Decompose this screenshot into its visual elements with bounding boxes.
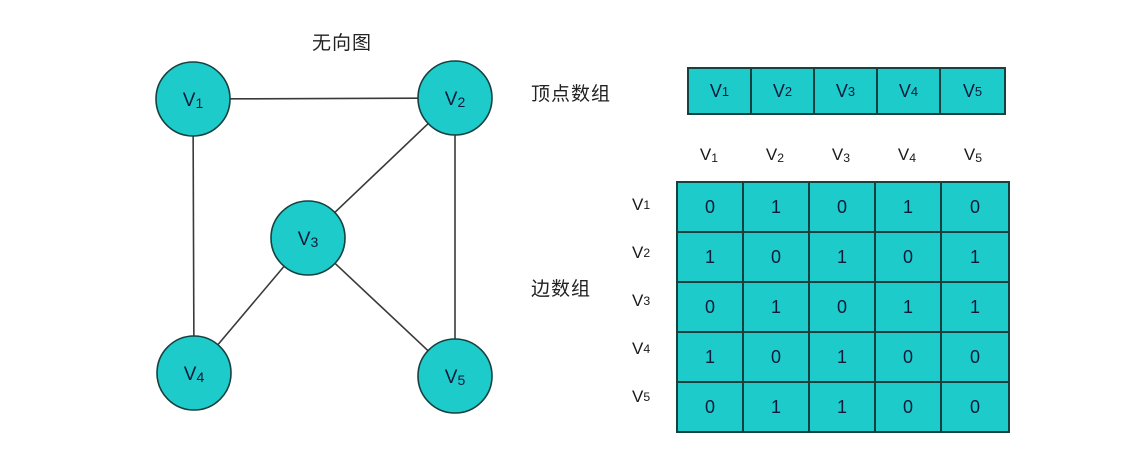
matrix-column-header: V1: [699, 145, 719, 166]
matrix-cell[interactable]: 0: [876, 383, 942, 431]
graph-edges-group: [192, 97, 456, 352]
node-circle-v5[interactable]: [417, 338, 493, 414]
node-label-v3: V3: [298, 229, 319, 251]
matrix-cell[interactable]: 1: [876, 283, 942, 331]
matrix-cell[interactable]: 0: [969, 196, 980, 217]
matrix-cell[interactable]: 1: [876, 183, 942, 231]
matrix-cell[interactable]: 1: [969, 246, 980, 267]
matrix-cell[interactable]: 1: [969, 296, 980, 317]
graph-node-v3[interactable]: V3: [270, 200, 346, 276]
matrix-column-header: V4: [897, 145, 917, 166]
matrix-cell[interactable]: 0: [678, 283, 744, 331]
matrix-cell[interactable]: 0: [969, 396, 980, 417]
graph-node-v1[interactable]: V1: [155, 61, 231, 137]
matrix-column-headers: V1 V2 V3 V4 V5: [676, 145, 1006, 165]
vertex-array-label: 顶点数组: [531, 83, 612, 105]
graph-edge-v2-v3: [334, 122, 429, 214]
graph-edge-v3-v5: [334, 262, 429, 352]
matrix-cell[interactable]: 1: [744, 183, 810, 231]
matrix-cell[interactable]: 1: [810, 383, 876, 431]
graph-edge-v3-v4: [217, 265, 285, 346]
matrix-cell[interactable]: 0: [876, 233, 942, 281]
graph-node-v2[interactable]: V2: [417, 60, 493, 136]
graph-edge-v1-v2: [229, 97, 419, 100]
matrix-cell[interactable]: 0: [744, 233, 810, 281]
node-label-v5: V5: [445, 367, 466, 389]
graph-edge-v1-v4: [192, 135, 195, 337]
matrix-cell[interactable]: 0: [810, 183, 876, 231]
matrix-cell[interactable]: 0: [678, 183, 744, 231]
node-circle-v3[interactable]: [270, 200, 346, 276]
matrix-cell[interactable]: 1: [810, 233, 876, 281]
matrix-column-header: V3: [831, 145, 851, 166]
matrix-cell[interactable]: 0: [876, 333, 942, 381]
node-circle-v4[interactable]: [156, 335, 232, 411]
matrix-cell[interactable]: 1: [678, 333, 744, 381]
matrix-cell[interactable]: 1: [744, 383, 810, 431]
node-label-v4: V4: [184, 364, 205, 386]
graph-node-v4[interactable]: V4: [156, 335, 232, 411]
node-label-v2: V2: [445, 89, 466, 111]
matrix-cell[interactable]: 1: [744, 283, 810, 331]
matrix-cell[interactable]: 0: [810, 283, 876, 331]
matrix-column-header: V5: [963, 145, 983, 166]
matrix-cell[interactable]: 1: [678, 233, 744, 281]
node-circle-v2[interactable]: [417, 60, 493, 136]
graph-node-v5[interactable]: V5: [417, 338, 493, 414]
edge-array-label: 边数组: [531, 278, 592, 300]
matrix-cell[interactable]: 1: [810, 333, 876, 381]
node-label-v1: V1: [183, 90, 204, 112]
matrix-cell[interactable]: 0: [969, 346, 980, 367]
matrix-cell[interactable]: 0: [678, 383, 744, 431]
node-circle-v1[interactable]: [155, 61, 231, 137]
matrix-column-header: V2: [765, 145, 785, 166]
graph-title: 无向图: [311, 32, 372, 54]
matrix-cell[interactable]: 0: [744, 333, 810, 381]
